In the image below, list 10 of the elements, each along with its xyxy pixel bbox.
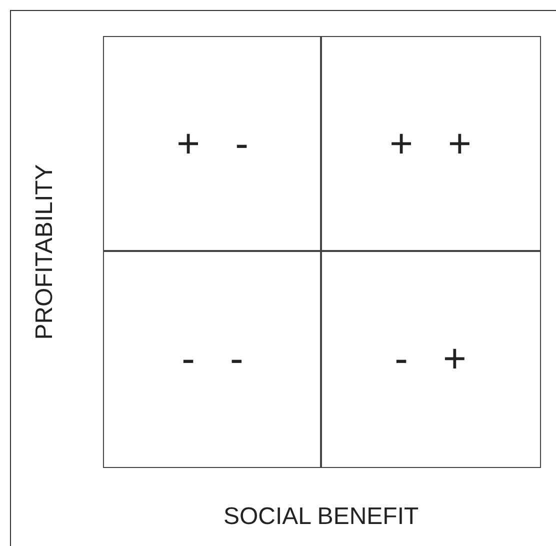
sign-pair: - + [394,336,466,382]
axis-label: PROFITABILITY [30,164,59,340]
sign-pair: + - [176,122,248,166]
matrix-quadrant [103,36,322,252]
sign-pair: - - [182,336,244,382]
sign-pair: + + [390,122,472,166]
matrix-quadrant [103,250,322,468]
matrix-quadrant [320,250,541,468]
matrix-quadrant [320,36,541,252]
axis-label: SOCIAL BENEFIT [224,503,419,531]
